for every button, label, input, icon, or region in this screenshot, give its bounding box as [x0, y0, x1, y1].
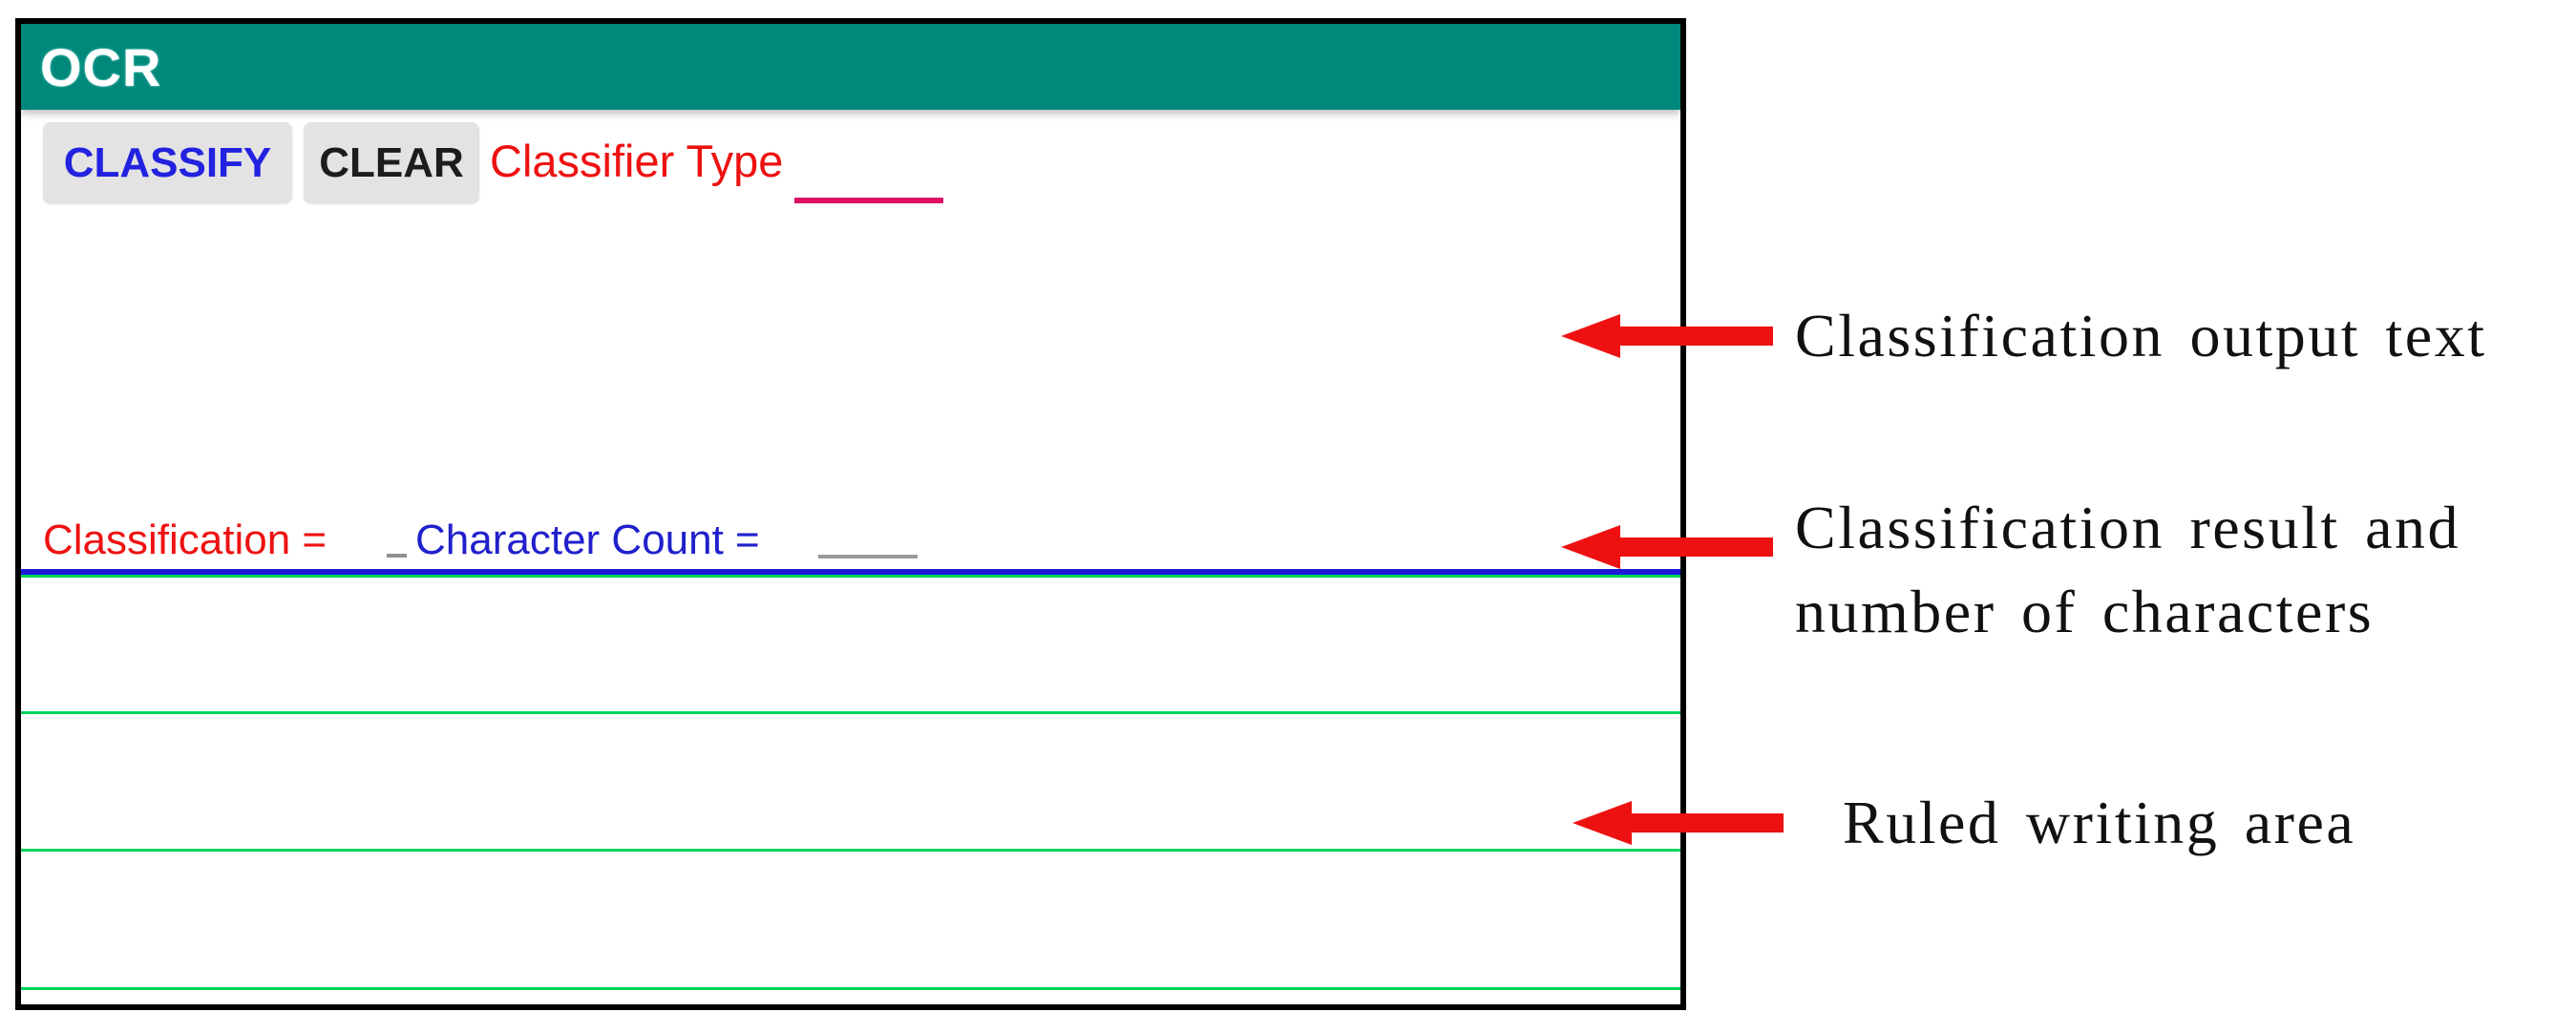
classification-label: Classification =: [43, 516, 327, 563]
annotation-label-writing: Ruled writing area: [1843, 781, 2355, 865]
annotation-label-output: Classification output text: [1795, 294, 2486, 378]
annotation-arrow-output: [1561, 314, 1773, 358]
left-arrow-icon: [1561, 314, 1620, 358]
annotation-arrow-result: [1561, 525, 1773, 569]
arrow-shaft: [1632, 813, 1784, 833]
clear-button[interactable]: CLEAR: [304, 122, 479, 203]
app-screen: OCR CLASSIFY CLEAR Classifier Type Class…: [21, 24, 1680, 1004]
annotation-line: number of characters: [1795, 578, 2375, 645]
app-screenshot-frame: OCR CLASSIFY CLEAR Classifier Type Class…: [15, 18, 1686, 1010]
annotation-arrow-writing: [1573, 801, 1784, 845]
classifier-type-label: Classifier Type: [490, 136, 784, 186]
character-count-value-placeholder: [818, 555, 918, 559]
classification-output-text: [21, 207, 1680, 560]
arrow-shaft: [1620, 327, 1773, 346]
arrow-shaft: [1620, 538, 1773, 557]
result-divider-line: [21, 569, 1680, 575]
ruled-line: [21, 987, 1680, 990]
classify-button[interactable]: CLASSIFY: [43, 122, 292, 203]
annotation-line: Ruled writing area: [1843, 789, 2356, 856]
annotation-line: Classification output text: [1795, 302, 2487, 369]
classifier-type-dropdown-underline[interactable]: [794, 198, 943, 203]
character-count-label: Character Count =: [415, 516, 760, 563]
app-header-bar: OCR: [21, 24, 1680, 110]
left-arrow-icon: [1573, 801, 1632, 845]
classification-value-placeholder: [387, 554, 407, 558]
ruled-line: [21, 575, 1680, 578]
result-bar: Classification = Character Count =: [21, 516, 1680, 568]
annotation-line: Classification result and: [1795, 494, 2461, 561]
ruled-writing-area[interactable]: [21, 575, 1680, 1004]
left-arrow-icon: [1561, 525, 1620, 569]
app-title: OCR: [40, 37, 162, 97]
ruled-line: [21, 711, 1680, 714]
ruled-line: [21, 849, 1680, 852]
annotation-label-result: Classification result and number of char…: [1795, 486, 2460, 654]
